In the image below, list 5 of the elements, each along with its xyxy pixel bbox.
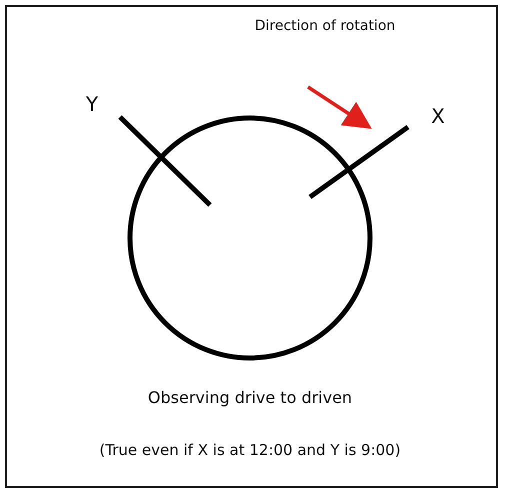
- axis-letter: Y: [84, 92, 100, 116]
- rotation-label: Direction of rotation: [254, 18, 396, 34]
- caption-text: Observing drive to driven: [146, 388, 354, 407]
- axis-letter: X: [430, 104, 446, 128]
- note-text: (True even if X is at 12:00 and Y is 9:00): [98, 441, 402, 459]
